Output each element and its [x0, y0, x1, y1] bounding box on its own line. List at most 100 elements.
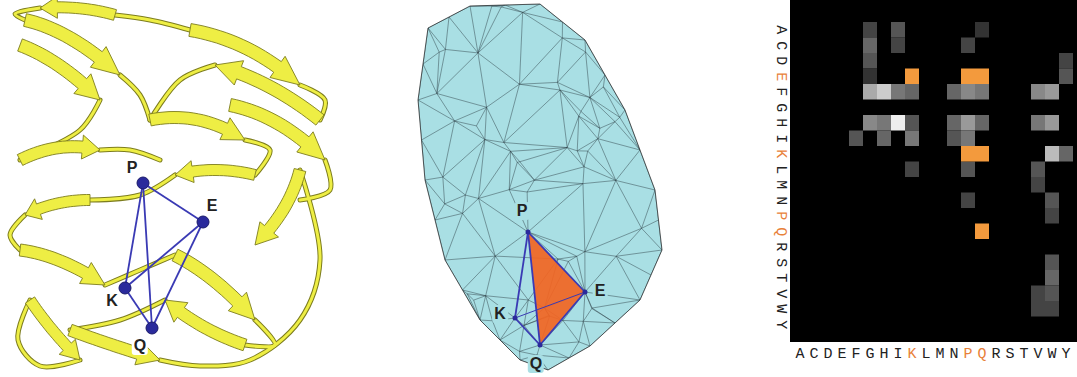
residue-dot: [119, 282, 131, 294]
amino-acid-axis: ACDEFGHIKLMNPQRSTVWY: [793, 346, 1073, 364]
axis-letter: G: [863, 346, 877, 364]
heatmap-cell: [1031, 162, 1045, 178]
heatmap-cell: [1045, 84, 1059, 100]
heatmap-cell: [905, 84, 919, 100]
axis-letter: E: [772, 68, 788, 84]
heatmap-cell: [863, 38, 877, 54]
heatmap-cell: [849, 131, 863, 147]
heatmap-cell: [877, 84, 891, 100]
heatmap-cell: [961, 115, 975, 131]
contact-line: [125, 183, 143, 288]
residue-label: Q: [528, 355, 544, 373]
residue-label: Q: [132, 337, 148, 355]
heatmap-cell: [1045, 255, 1059, 271]
heatmap-cell: [1059, 69, 1073, 85]
tetrahedron-edge: [540, 292, 585, 345]
heatmap: [790, 0, 1077, 342]
axis-letter: Q: [975, 346, 989, 364]
axis-letter: D: [772, 53, 788, 69]
heatmap-cell: [961, 162, 975, 178]
axis-letter: R: [989, 346, 1003, 364]
tetrahedron-edge: [515, 232, 528, 318]
residue-label: P: [515, 202, 530, 220]
heatmap-cell: [891, 115, 905, 131]
axis-letter: P: [772, 208, 788, 224]
axis-letter: H: [877, 346, 891, 364]
beta-strand: [17, 135, 100, 165]
axis-letter: M: [933, 346, 947, 364]
axis-letter: G: [772, 99, 788, 115]
heatmap-cell: [1045, 193, 1059, 209]
axis-letter: M: [772, 177, 788, 193]
axis-letter: A: [772, 22, 788, 38]
heatmap-cell: [947, 115, 961, 131]
axis-letter: D: [821, 346, 835, 364]
heatmap-cell: [961, 146, 975, 162]
axis-letter: C: [807, 346, 821, 364]
axis-letter: C: [772, 37, 788, 53]
heatmap-cell: [905, 69, 919, 85]
beta-strand: [24, 14, 120, 75]
coil-outline: [245, 320, 275, 347]
residue-dot: [137, 177, 149, 189]
heatmap-cell: [961, 131, 975, 147]
axis-letter: I: [772, 130, 788, 146]
residue-label: P: [125, 159, 140, 177]
heatmap-cell: [1031, 177, 1045, 193]
axis-letter: F: [772, 84, 788, 100]
heatmap-cell: [1031, 301, 1045, 317]
contact-line: [125, 288, 152, 328]
heatmap-cell: [877, 131, 891, 147]
coil-outline: [115, 15, 190, 30]
axis-letter: K: [905, 346, 919, 364]
heatmap-cell: [905, 131, 919, 147]
axis-letter: T: [1017, 346, 1031, 364]
axis-letter: Y: [1059, 346, 1073, 364]
coil: [300, 160, 331, 200]
coil-outline: [120, 75, 150, 120]
axis-letter: V: [1031, 346, 1045, 364]
axis-letter: W: [1045, 346, 1059, 364]
axis-letter: K: [772, 146, 788, 162]
contact-line: [143, 183, 152, 328]
tetrahedron-lines: [119, 177, 209, 334]
contact-line: [143, 183, 203, 222]
contact-line: [125, 222, 203, 288]
heatmap-cell: [1031, 84, 1045, 100]
heatmap-cell: [961, 84, 975, 100]
heatmap-cell: [975, 115, 989, 131]
heatmap-cell: [891, 84, 905, 100]
heatmap-cell: [1045, 286, 1059, 302]
heatmap-cell: [961, 38, 975, 54]
residue-label: E: [593, 282, 608, 300]
axis-letter: I: [891, 346, 905, 364]
axis-letter: S: [1003, 346, 1017, 364]
axis-letter: P: [961, 346, 975, 364]
heatmap-cell: [905, 115, 919, 131]
tetrahedron-edge: [528, 232, 540, 345]
heatmap-cell: [1059, 53, 1073, 69]
axis-letter: R: [772, 239, 788, 255]
heatmap-cell: [1031, 286, 1045, 302]
axis-letter: Y: [772, 316, 788, 332]
beta-strand: [175, 161, 256, 183]
axis-letter: V: [772, 285, 788, 301]
tetrahedron-edge: [528, 232, 585, 292]
residue-label: K: [104, 292, 120, 310]
axis-letter: T: [772, 270, 788, 286]
axis-letter: E: [835, 346, 849, 364]
amino-acid-axis: ACDEFGHIKLMNPQRSTVWY: [772, 22, 788, 332]
heatmap-cell: [975, 22, 989, 38]
heatmap-cell: [975, 146, 989, 162]
heatmap-cell: [961, 69, 975, 85]
heatmap-cell: [1045, 301, 1059, 317]
coil: [115, 15, 190, 30]
heatmap-cell: [975, 224, 989, 240]
axis-letter: N: [947, 346, 961, 364]
heatmap-cell: [1059, 146, 1073, 162]
heatmap-cell: [961, 193, 975, 209]
beta-strand: [18, 39, 100, 100]
axis-letter: L: [919, 346, 933, 364]
heatmap-cell: [863, 22, 877, 38]
